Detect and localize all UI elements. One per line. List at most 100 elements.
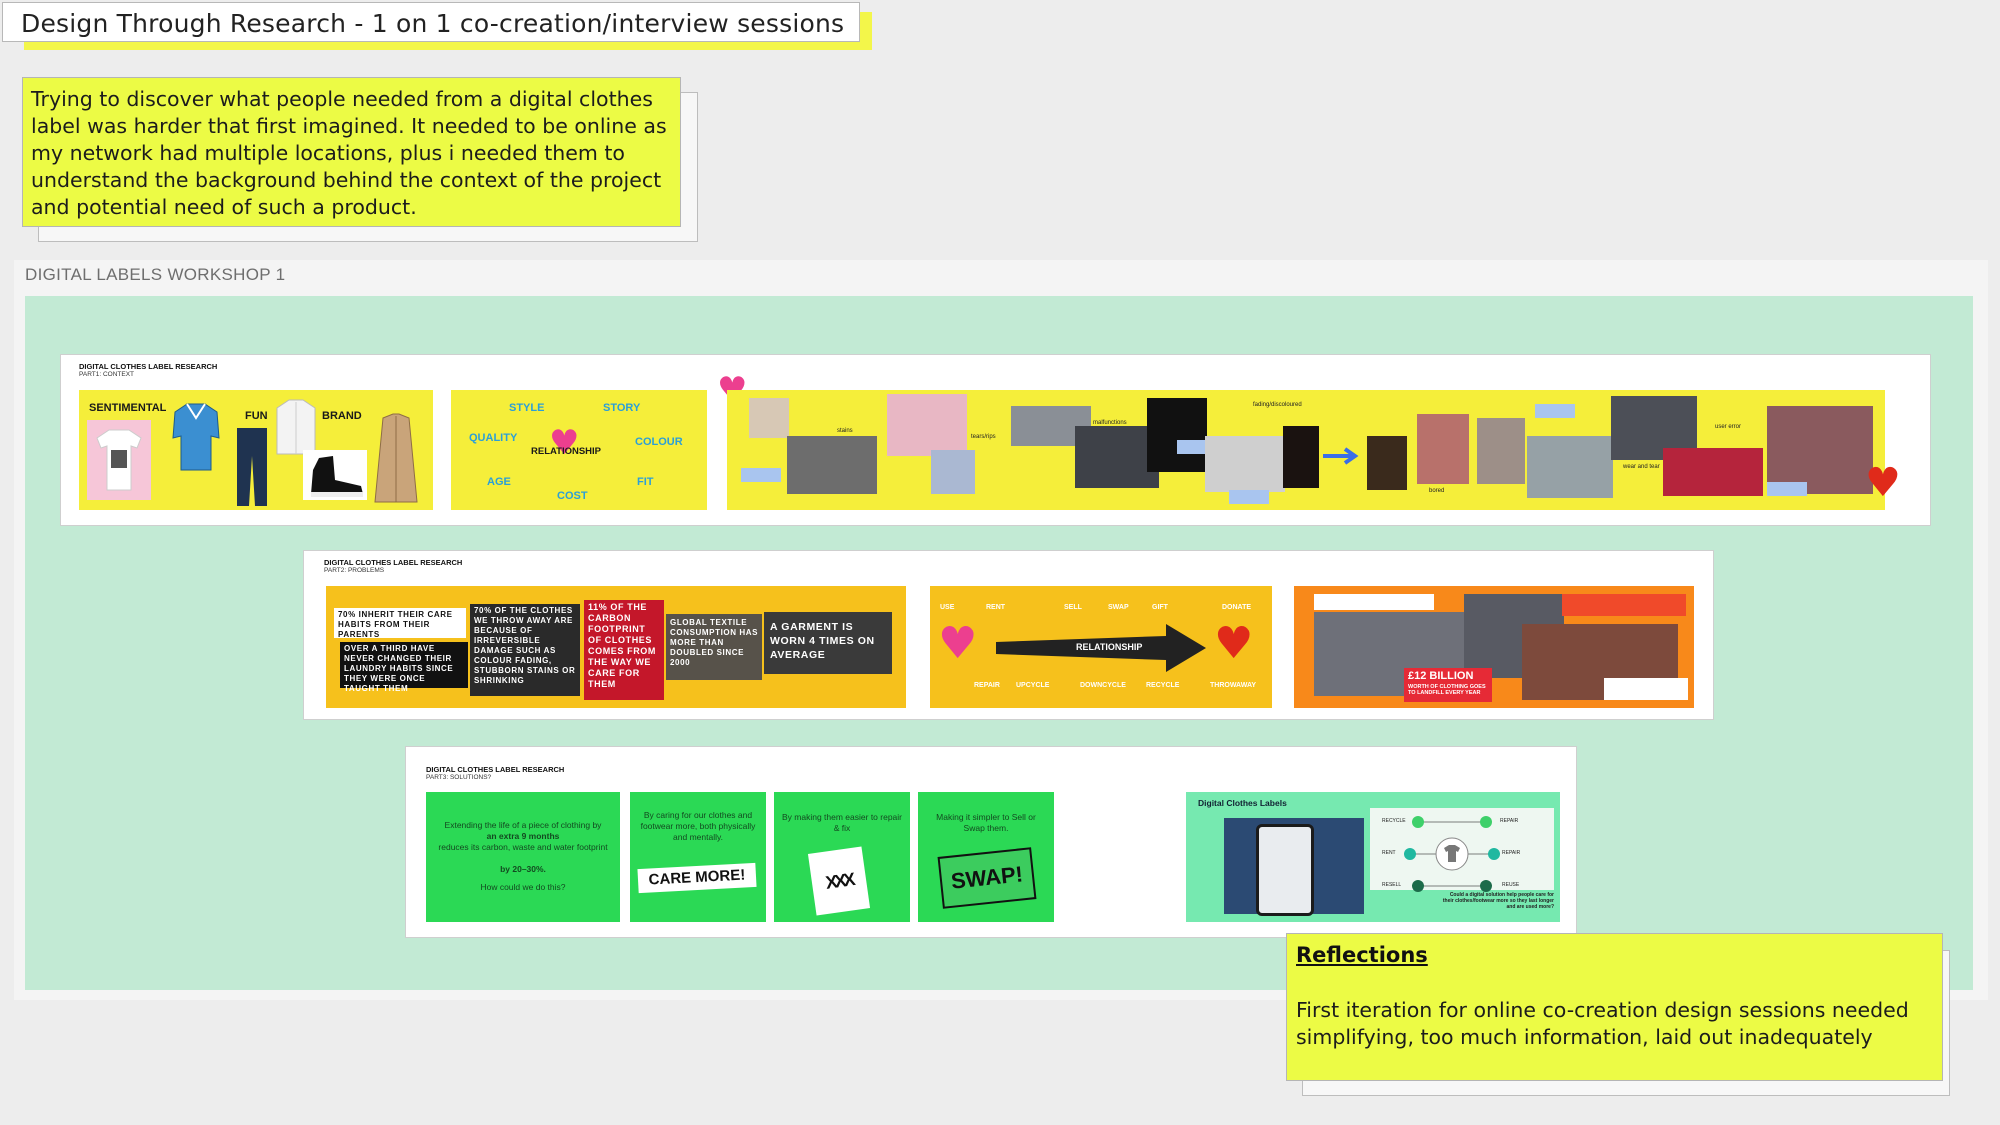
stat-irreversible-damage: 70% OF THE CLOTHES WE THROW AWAY ARE BEC…: [474, 606, 576, 685]
word-relationship: RELATIONSHIP: [531, 446, 602, 457]
strip-title: DIGITAL CLOTHES LABEL RESEARCH: [324, 558, 463, 567]
panel-relationship-factors[interactable]: STYLE STORY QUALITY COLOUR ♥ RELATIONSHI…: [451, 390, 707, 510]
phone-mockup: [1256, 824, 1314, 916]
jeans-image: [237, 428, 267, 506]
arrow-right-icon: [1323, 447, 1359, 465]
stitch-stamp: XXX: [807, 846, 871, 916]
slide-strip-context[interactable]: DIGITAL CLOTHES LABEL RESEARCH PART1: CO…: [60, 354, 1931, 526]
blank-sticky-blue: [1229, 490, 1269, 504]
word-throwaway: THROWAWAY: [1210, 682, 1257, 689]
photo-red-shoes: [1663, 448, 1763, 496]
word-donate: DONATE: [1222, 604, 1252, 611]
reflections-body: First iteration for online co-creation d…: [1296, 998, 1909, 1049]
reflections-title: Reflections: [1296, 943, 1428, 967]
word-colour: COLOUR: [635, 436, 683, 448]
word-style: STYLE: [509, 402, 545, 414]
node-label: RENT: [1382, 850, 1396, 856]
card-text: Extending the life of a piece of clothin…: [444, 820, 602, 830]
word-sentimental: SENTIMENTAL: [89, 402, 167, 414]
card-repair-fix[interactable]: By making them easier to repair & fix XX…: [774, 792, 910, 922]
panel-lifecycle[interactable]: USE RENT SELL SWAP GIFT DONATE ♥ RELATIO…: [930, 586, 1272, 708]
label-wear-and-tear: wear and tear: [1623, 464, 1660, 470]
photo-pilling-knit: [1527, 436, 1613, 498]
sparkling-heart-icon: ♥: [938, 618, 978, 669]
panel-statistics[interactable]: 70% INHERIT THEIR CARE HABITS FROM THEIR…: [326, 586, 906, 708]
landfill-headline: £12 BILLION: [1408, 670, 1474, 682]
photo-knit-tear: [887, 394, 967, 456]
broken-heart-icon: ♥: [1214, 618, 1254, 669]
word-swap: SWAP: [1108, 604, 1129, 611]
label-stains: stains: [837, 428, 853, 434]
relationship-arrow: [996, 624, 1206, 672]
care-more-stamp: CARE MORE!: [637, 862, 757, 894]
strip-title: DIGITAL CLOTHES LABEL RESEARCH: [79, 362, 218, 371]
sneaker-image: [303, 450, 367, 500]
label-fading: fading/discoloured: [1253, 402, 1302, 408]
board-title: Design Through Research - 1 on 1 co-crea…: [21, 9, 845, 38]
card-digital-clothes-labels[interactable]: Digital Clothes Labels RECYCLE REPAIR RE…: [1186, 792, 1560, 922]
text-note: [1562, 594, 1686, 616]
strip-subtitle: PART2: PROBLEMS: [324, 567, 385, 574]
stat-laundry-habits: OVER A THIRD HAVE NEVER CHANGED THEIR LA…: [344, 644, 454, 693]
card-text: How could we do this?: [480, 882, 566, 892]
word-rent: RENT: [986, 604, 1006, 611]
photo-black-top: [1147, 398, 1207, 472]
board-title-card[interactable]: Design Through Research - 1 on 1 co-crea…: [2, 2, 860, 42]
word-repair: REPAIR: [974, 682, 1000, 689]
blank-sticky-blue: [1535, 404, 1575, 418]
sparkling-heart-icon: ♥: [549, 423, 580, 463]
intro-sticky-note[interactable]: Trying to discover what people needed fr…: [22, 77, 681, 227]
word-brand: BRAND: [322, 410, 362, 422]
card-text-bold: an extra 9 months: [486, 831, 560, 841]
text-note: [1314, 594, 1434, 610]
slide-strip-solutions[interactable]: DIGITAL CLOTHES LABEL RESEARCH PART3: SO…: [405, 746, 1577, 938]
card-text: reduces its carbon, waste and water foot…: [438, 842, 608, 852]
panel-landfill[interactable]: £12 BILLION WORTH OF CLOTHING GOES TO LA…: [1294, 586, 1694, 708]
label-malfunctions: malfunctions: [1093, 420, 1127, 426]
photo-faded-tee: [1283, 426, 1319, 488]
card-extend-life[interactable]: Extending the life of a piece of clothin…: [426, 792, 620, 922]
card-sell-swap[interactable]: Making it simpler to Sell or Swap them. …: [918, 792, 1054, 922]
photo-messy-clothes: [1767, 406, 1873, 494]
photo-brown-tee: [1367, 436, 1407, 490]
word-gift: GIFT: [1152, 604, 1168, 611]
landfill-subtext: WORTH OF CLOTHING GOES TO LANDFILL EVERY…: [1408, 684, 1486, 696]
strip-title: DIGITAL CLOTHES LABEL RESEARCH: [426, 765, 565, 774]
panel-clothes-values[interactable]: SENTIMENTAL FUN BRAND: [79, 390, 433, 510]
broken-heart-icon: ♥: [1865, 460, 1901, 506]
photo-blue-shirt-hole: [931, 450, 975, 494]
blank-sticky-blue: [1767, 482, 1807, 496]
word-fun: FUN: [245, 410, 268, 422]
photo-jacket: [1075, 426, 1159, 488]
reflections-sticky-note[interactable]: Reflections First iteration for online c…: [1286, 933, 1943, 1081]
stat-textile-consumption: GLOBAL TEXTILE CONSUMPTION HAS MORE THAN…: [670, 618, 759, 667]
photo-stain-hands: [787, 436, 877, 494]
white-shirt-image: [276, 399, 316, 455]
shirt-image: [172, 403, 220, 471]
photo-man: [1477, 418, 1525, 484]
stat-garment-wears: A GARMENT IS WORN 4 TIMES ON AVERAGE: [770, 621, 875, 661]
node-label: RESELL: [1382, 882, 1402, 888]
dcl-title: Digital Clothes Labels: [1198, 798, 1287, 808]
frame-label[interactable]: DIGITAL LABELS WORKSHOP 1: [25, 265, 286, 284]
word-quality: QUALITY: [469, 432, 518, 444]
panel-garment-issues[interactable]: stains tears/rips malfunctions fading/di…: [727, 390, 1885, 510]
blank-sticky-blue: [741, 468, 781, 482]
stat-carbon-footprint: 11% OF THE CARBON FOOTPRINT OF CLOTHES C…: [588, 602, 656, 689]
card-text: Making it simpler to Sell or Swap them.: [936, 812, 1036, 833]
landfill-callout: [1404, 668, 1492, 702]
card-care-more[interactable]: By caring for our clothes and footwear m…: [630, 792, 766, 922]
tshirt-image: [87, 420, 151, 500]
card-text: By making them easier to repair & fix: [782, 812, 902, 833]
label-tears: tears/rips: [971, 434, 996, 440]
slide-strip-problems[interactable]: DIGITAL CLOTHES LABEL RESEARCH PART2: PR…: [303, 550, 1714, 720]
node-label: REUSE: [1502, 882, 1520, 888]
photo-stained-top: [749, 398, 789, 438]
card-text-bold: by 20–30%.: [500, 864, 546, 874]
strip-subtitle: PART3: SOLUTIONS?: [426, 774, 492, 781]
word-relationship: RELATIONSHIP: [1076, 642, 1143, 652]
word-upcycle: UPCYCLE: [1016, 682, 1050, 689]
dcl-caption: Could a digital solution help people car…: [1442, 892, 1554, 910]
node-label: REPAIR: [1500, 818, 1519, 824]
word-fit: FIT: [637, 476, 654, 488]
